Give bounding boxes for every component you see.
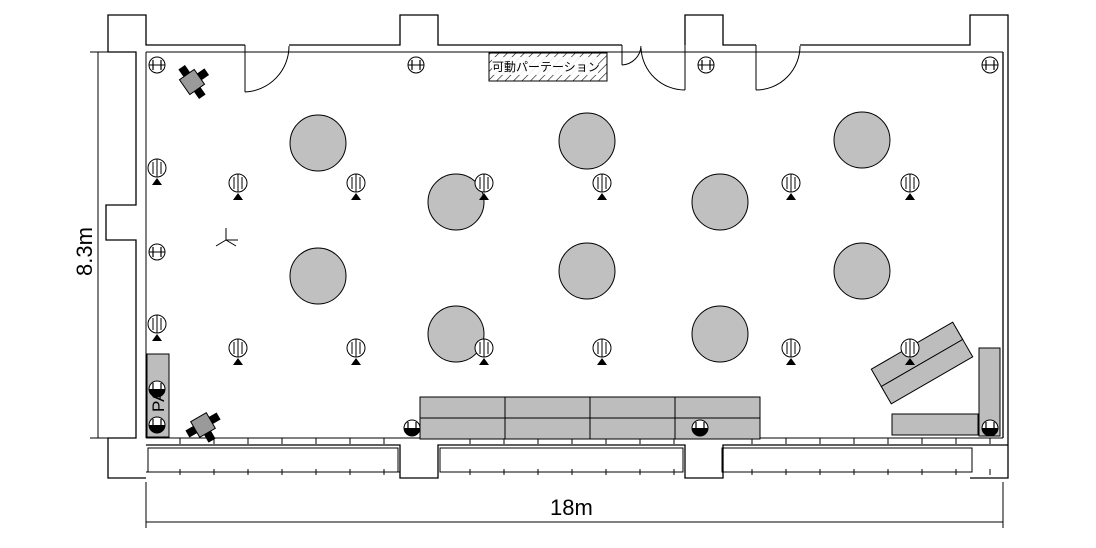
outlet-icon — [148, 380, 166, 398]
spotlight-icon — [592, 173, 612, 201]
movable-partition: 可動パーテーション — [488, 52, 608, 82]
outlet-icon — [407, 56, 425, 74]
outlet-icon — [148, 56, 166, 74]
partition-label: 可動パーテーション — [492, 60, 600, 74]
door-right — [755, 45, 801, 91]
spotlight-icon — [900, 173, 920, 201]
door-left — [244, 45, 290, 93]
round-tables — [289, 111, 891, 363]
outlet-icon — [981, 56, 999, 74]
outlet-icon — [691, 419, 709, 437]
fan-icon — [215, 228, 238, 247]
window-ticks — [179, 438, 991, 475]
round-table — [427, 305, 485, 363]
round-table — [558, 112, 616, 170]
speaker-icon — [185, 412, 221, 443]
dimension-width: 18m — [145, 482, 1004, 528]
spotlight-icon — [474, 338, 494, 366]
speaker-icon — [178, 64, 210, 100]
outlet-icon — [148, 243, 166, 261]
round-table — [289, 247, 347, 305]
spotlight-icon — [781, 338, 801, 366]
spotlight-icon — [147, 158, 167, 186]
spotlight-icon — [346, 173, 366, 201]
outlet-icon — [403, 419, 421, 437]
round-table — [833, 242, 891, 300]
round-table — [691, 305, 749, 363]
spotlight-icon — [228, 173, 248, 201]
spotlight-icon — [592, 338, 612, 366]
corner-tables — [870, 321, 1001, 437]
building-walls — [105, 14, 1009, 479]
round-table — [427, 173, 485, 231]
outlet-icon — [697, 56, 715, 74]
round-table — [691, 173, 749, 231]
outlet-icon — [981, 419, 999, 437]
door-center-double — [621, 45, 686, 91]
round-table — [558, 242, 616, 300]
round-table — [833, 111, 891, 169]
spotlight-icon — [228, 338, 248, 366]
stage-tables — [419, 396, 761, 440]
spotlight-icon — [346, 338, 366, 366]
width-label: 18m — [550, 495, 593, 520]
height-label: 8.3m — [72, 227, 97, 276]
spotlight-icon — [147, 314, 167, 342]
round-table — [289, 114, 347, 172]
outlet-icon — [148, 416, 166, 434]
dimension-height: 8.3m — [72, 51, 108, 439]
spotlight-icon — [781, 173, 801, 201]
